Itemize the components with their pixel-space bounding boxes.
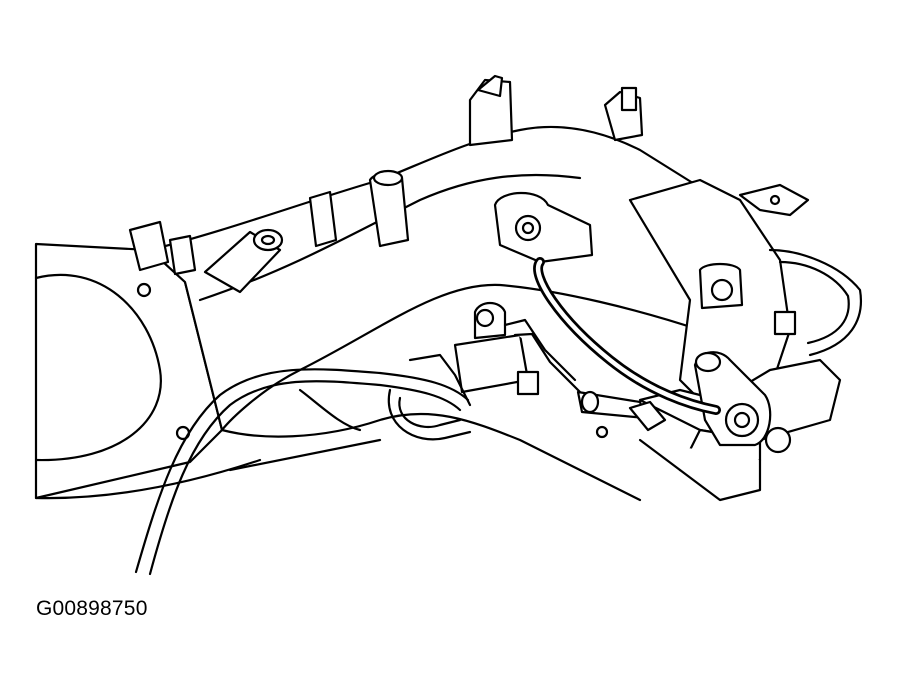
vsv-valve <box>693 351 772 447</box>
upper-bracket-left <box>468 74 514 147</box>
runner-ports <box>128 169 410 276</box>
figure-id-label: G00898750 <box>36 597 148 620</box>
mounting-boss <box>493 191 594 264</box>
upper-bracket-right <box>603 86 644 142</box>
center-solenoid <box>453 301 582 396</box>
right-housing <box>628 178 810 422</box>
vacuum-hose <box>533 257 721 415</box>
lower-surfaces <box>228 388 382 472</box>
injector-connector <box>203 228 284 294</box>
wire-harness <box>134 353 472 576</box>
hose-fitting <box>576 390 667 439</box>
right-tubing <box>768 248 862 357</box>
